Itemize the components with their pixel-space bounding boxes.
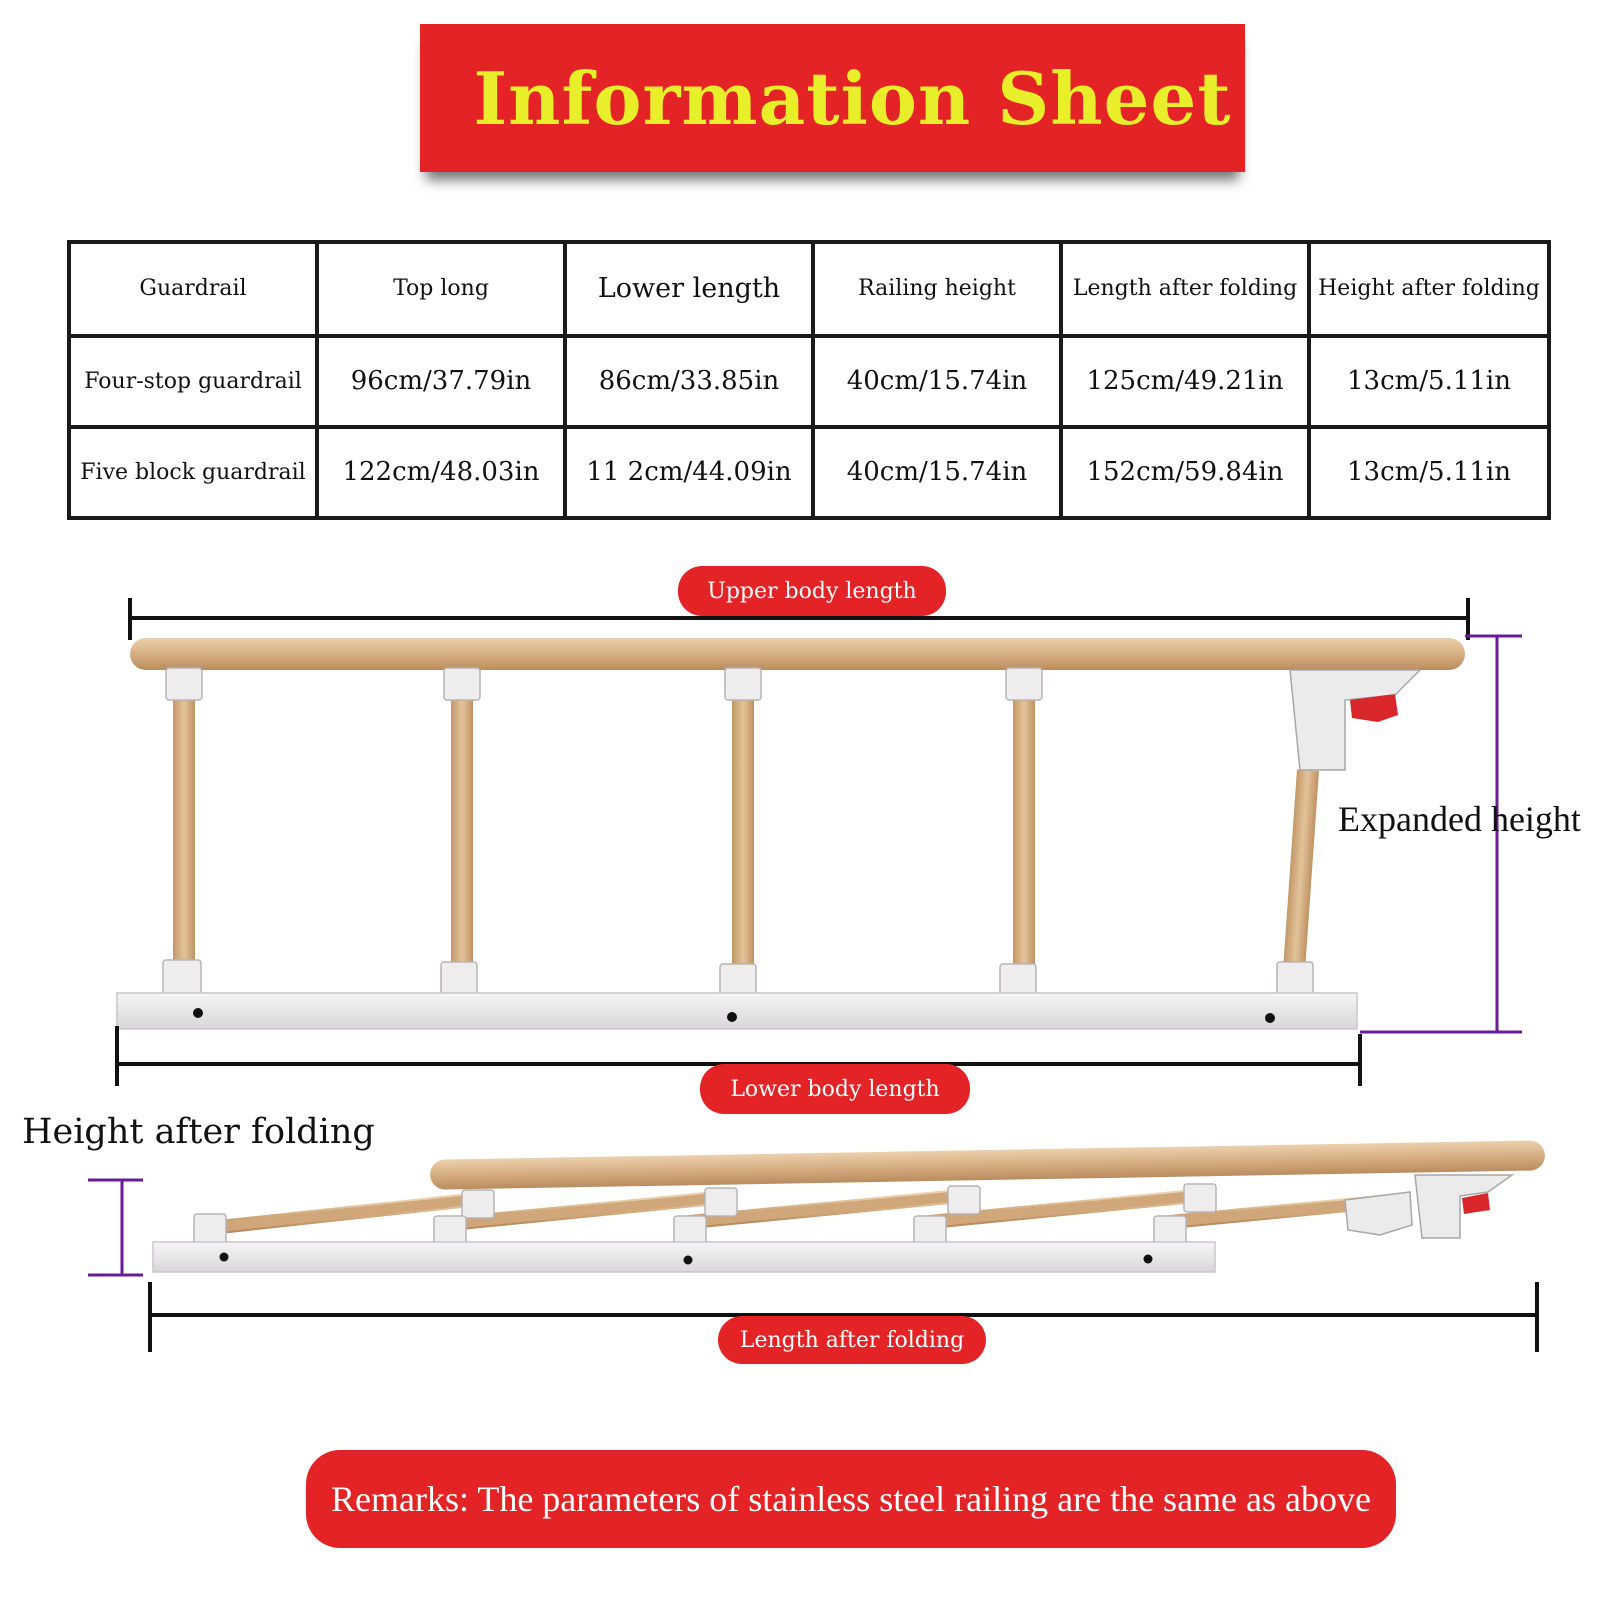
posts [173, 680, 1319, 971]
table-cell: 11 2cm/44.09in [563, 424, 815, 521]
page-title: Information Sheet [473, 55, 1232, 141]
expanded-height-line [1360, 634, 1522, 1034]
table-header-cell: Railing height [811, 240, 1063, 338]
top-rail [130, 638, 1465, 670]
expanded-height-label: Expanded height [1338, 799, 1581, 839]
fold-length-line [148, 1282, 1539, 1352]
upper-dimension-line [128, 598, 1470, 640]
lock-mechanism [1289, 669, 1422, 771]
table-cell: 122cm/48.03in [315, 424, 567, 521]
table-row: Four-stop guardrail 96cm/37.79in 86cm/33… [67, 333, 1551, 429]
remarks-banner: Remarks: The parameters of stainless ste… [306, 1450, 1396, 1548]
table-header-cell: Height after folding [1307, 240, 1551, 338]
table-header-cell: Guardrail [67, 240, 319, 338]
table-cell: 13cm/5.11in [1307, 333, 1551, 429]
table-cell: 125cm/49.21in [1059, 333, 1311, 429]
bottom-rail [116, 992, 1358, 1030]
table-cell: 40cm/15.74in [811, 424, 1063, 521]
table-cell: Five block guardrail [67, 424, 319, 521]
table-cell: Four-stop guardrail [67, 333, 319, 429]
folded-lock [1344, 1174, 1515, 1239]
table-header-cell: Lower length [563, 240, 815, 338]
table-cell: 13cm/5.11in [1307, 424, 1551, 521]
fold-height-line [88, 1178, 143, 1277]
title-banner: Information Sheet [420, 24, 1245, 172]
table-header-cell: Top long [315, 240, 567, 338]
height-after-folding-label: Height after folding [22, 1112, 375, 1152]
length-after-folding-label: Length after folding [718, 1316, 986, 1364]
table-cell: 96cm/37.79in [315, 333, 567, 429]
brackets [162, 667, 1314, 999]
table-cell: 40cm/15.74in [811, 333, 1063, 429]
table-header-row: Guardrail Top long Lower length Railing … [67, 240, 1551, 338]
folded-guardrail [152, 1140, 1545, 1273]
upper-body-length-label: Upper body length [678, 566, 946, 616]
table-cell: 86cm/33.85in [563, 333, 815, 429]
lower-body-length-label: Lower body length [700, 1064, 970, 1114]
table-header-cell: Length after folding [1059, 240, 1311, 338]
table-cell: 152cm/59.84in [1059, 424, 1311, 521]
table-row: Five block guardrail 122cm/48.03in 11 2c… [67, 424, 1551, 521]
spec-table: Guardrail Top long Lower length Railing … [67, 240, 1551, 521]
expanded-guardrail [116, 638, 1465, 1030]
